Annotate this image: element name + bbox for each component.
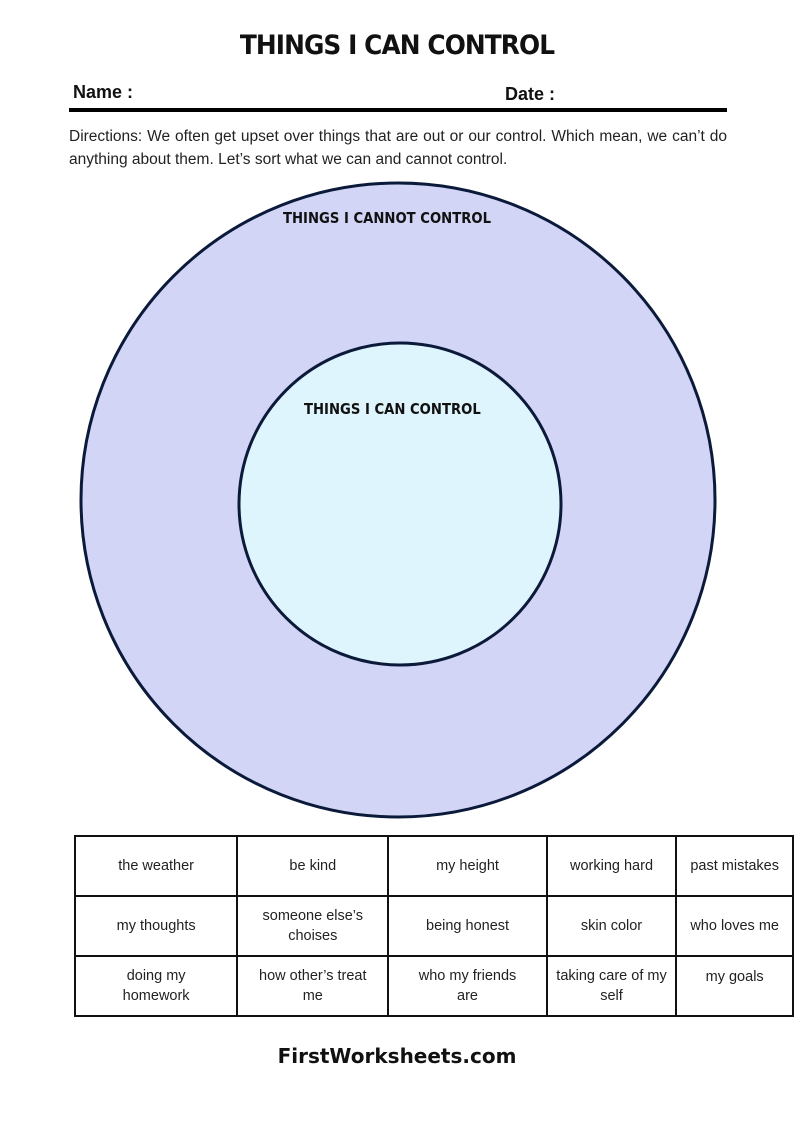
outer-circle-label: THINGS I CANNOT CONTROL xyxy=(283,209,492,227)
card[interactable]: being honest xyxy=(387,895,548,957)
card[interactable]: doing my homework xyxy=(73,955,239,1017)
header-divider xyxy=(69,108,727,112)
card[interactable]: be kind xyxy=(236,835,390,897)
table-row: the weather be kind my height working ha… xyxy=(73,835,794,897)
card[interactable]: my thoughts xyxy=(73,895,239,957)
name-label: Name : xyxy=(73,82,134,102)
table-row: my thoughts someone else’s choises being… xyxy=(73,895,794,957)
inner-circle xyxy=(237,341,563,667)
card[interactable]: someone else’s choises xyxy=(236,895,390,957)
card[interactable]: my goals xyxy=(675,955,794,1017)
sorting-cards-table: the weather be kind my height working ha… xyxy=(73,835,794,1017)
card[interactable]: the weather xyxy=(73,835,239,897)
table-row: doing my homework how other’s treat me w… xyxy=(73,955,794,1017)
card[interactable]: taking care of my self xyxy=(545,955,678,1017)
card[interactable]: skin color xyxy=(545,895,678,957)
date-label: Date : xyxy=(505,84,556,104)
card[interactable]: who loves me xyxy=(675,895,794,957)
card[interactable]: who my friends are xyxy=(387,955,548,1017)
worksheet-title: THINGS I CAN CONTROL xyxy=(239,30,555,61)
inner-circle-label: THINGS I CAN CONTROL xyxy=(304,400,481,418)
site-footer: FirstWorksheets.com xyxy=(277,1044,517,1068)
control-circles-diagram xyxy=(79,181,717,819)
card[interactable]: working hard xyxy=(545,835,678,897)
card[interactable]: past mistakes xyxy=(675,835,794,897)
card[interactable]: how other’s treat me xyxy=(236,955,390,1017)
directions: Directions: We often get upset over thin… xyxy=(69,128,727,168)
card[interactable]: my height xyxy=(387,835,548,897)
